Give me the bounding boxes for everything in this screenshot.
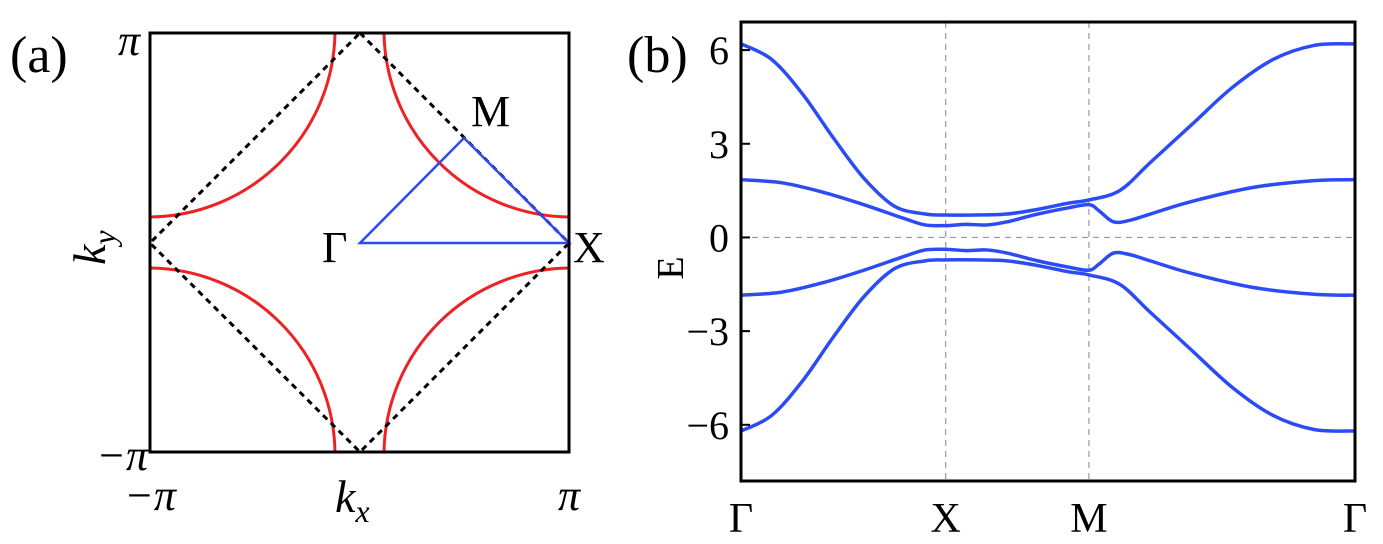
panel-b-frame — [739, 20, 1357, 483]
y-tick-labels: 6 3 0 −3 −6 — [686, 28, 729, 448]
xtick-label: X — [930, 496, 960, 542]
band-1 — [740, 42, 1356, 217]
x-max-label: π — [558, 471, 582, 520]
fermi-arc-bottom-right — [382, 266, 570, 453]
point-label-gamma: Γ — [322, 223, 347, 272]
xtick-label: M — [1070, 496, 1107, 542]
panel-b: (b) 6 3 0 −3 −6 Γ X M Γ E — [627, 20, 1367, 542]
ytick-label: 0 — [709, 215, 729, 260]
y-axis-label-e: E — [650, 256, 692, 279]
band-4 — [740, 258, 1356, 433]
panel-a-label: (a) — [10, 27, 68, 84]
ytick-label: 3 — [709, 122, 729, 167]
panel-b-label: (b) — [627, 27, 688, 84]
y-max-label: π — [118, 16, 142, 65]
fermi-arc-top-left — [149, 32, 337, 219]
panel-a-frame — [148, 31, 571, 454]
fermi-arc-bottom-left — [149, 266, 337, 453]
x-min-label: −π — [124, 471, 178, 520]
ytick-label: −6 — [686, 403, 729, 448]
ytick-label: −3 — [686, 309, 729, 354]
band-3 — [740, 247, 1356, 297]
xtick-label: Γ — [1343, 496, 1367, 542]
point-label-x: X — [573, 223, 605, 272]
band-2 — [740, 177, 1356, 228]
point-label-m: M — [471, 87, 510, 136]
reference-lines — [741, 22, 1355, 481]
panel-a: (a) Γ X M π −π −π π kx ky — [10, 16, 605, 529]
y-min-label: −π — [96, 431, 150, 480]
xtick-label: Γ — [729, 496, 753, 542]
ytick-label: 6 — [709, 28, 729, 73]
high-symmetry-path — [357, 136, 573, 245]
fermi-surface — [149, 32, 570, 453]
band-curves — [740, 42, 1356, 433]
x-axis-label: kx — [335, 471, 370, 529]
y-axis-label: ky — [64, 230, 122, 265]
